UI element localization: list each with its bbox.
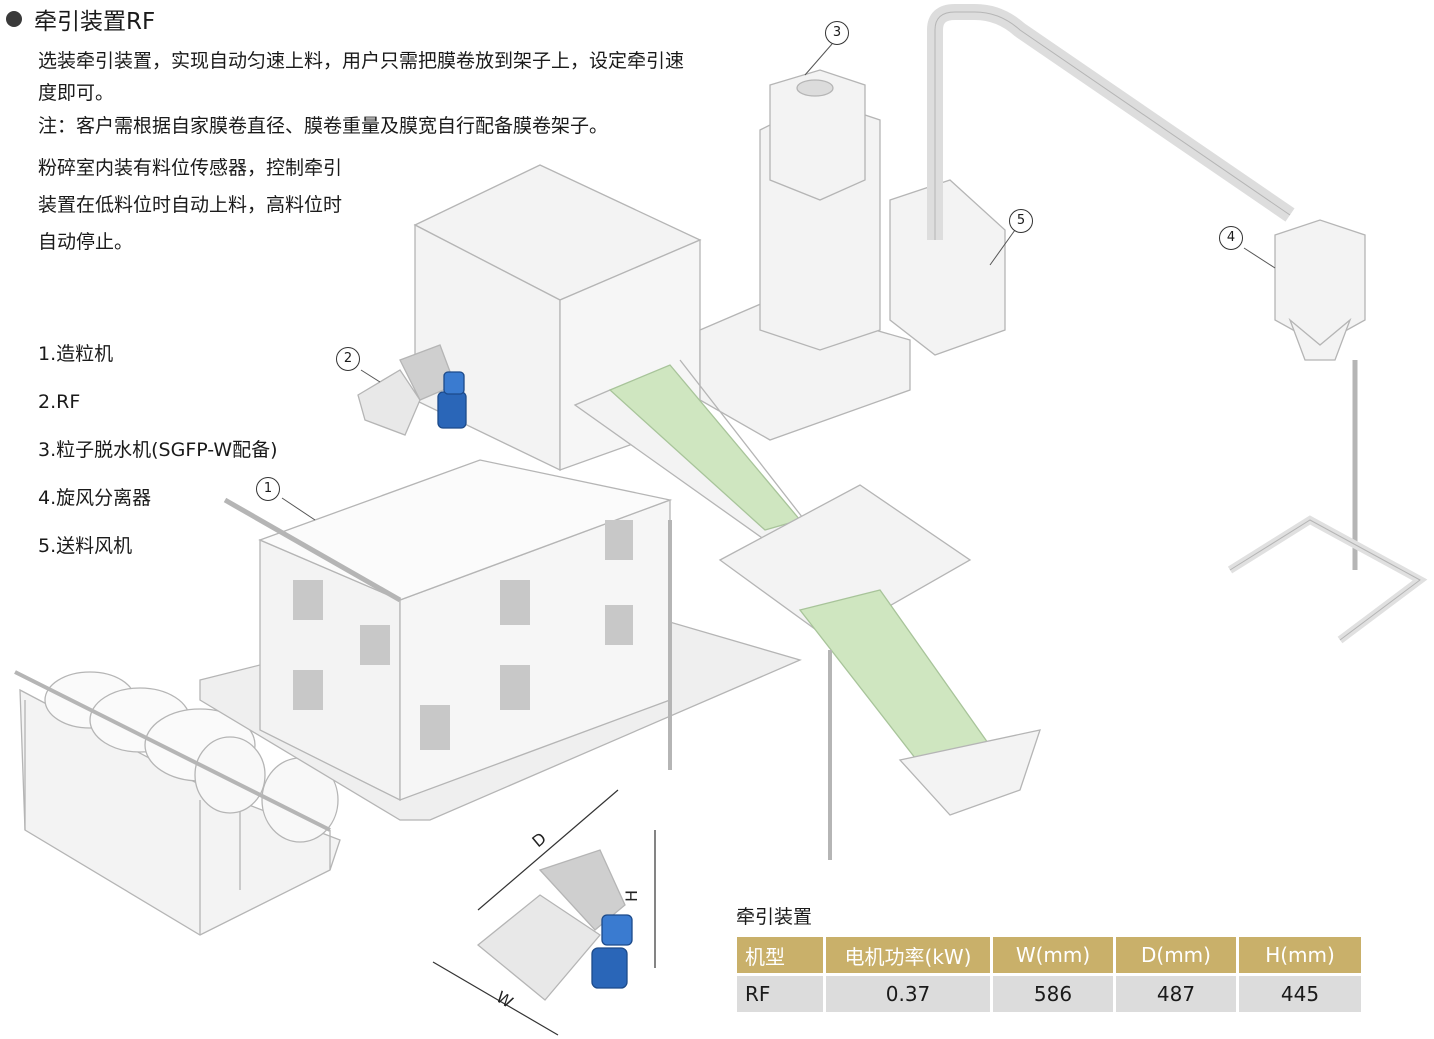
dim-label-h: H — [622, 890, 641, 902]
component-legend: 1.造粒机 2.RF 3.粒子脱水机(SGFP-W配备) 4.旋风分离器 5.送… — [38, 333, 278, 573]
legend-item: 3.粒子脱水机(SGFP-W配备) — [38, 439, 278, 461]
callout-3: 3 — [825, 21, 849, 45]
spec-table: 机型 电机功率(kW) W(mm) D(mm) H(mm) RF 0.37 58… — [734, 937, 1364, 1012]
section-heading: 牵引装置RF — [6, 2, 155, 36]
table-header: 机型 — [737, 937, 823, 973]
callout-1: 1 — [256, 477, 280, 501]
description-paragraph: 选装牵引装置，实现自动匀速上料，用户只需把膜卷放到架子上，设定牵引速度即可。 — [38, 50, 685, 104]
conveyor-belt-upper — [573, 359, 821, 541]
table-cell: 0.37 — [826, 973, 990, 1012]
callout-4: 4 — [1219, 226, 1243, 250]
table-header: H(mm) — [1239, 937, 1361, 973]
table-cell: RF — [737, 973, 823, 1012]
table-header-row: 机型 电机功率(kW) W(mm) D(mm) H(mm) — [737, 937, 1361, 973]
conveyor-belt-lower — [668, 484, 1041, 860]
rf-dimension-drawing — [432, 789, 656, 1036]
legend-item: 4.旋风分离器 — [38, 487, 152, 509]
page-title: 牵引装置RF — [34, 9, 156, 35]
legend-item: 5.送料风机 — [38, 535, 133, 557]
table-header: 电机功率(kW) — [826, 937, 990, 973]
film-roll-rack — [14, 670, 341, 936]
table-row: RF 0.37 586 487 445 — [737, 973, 1361, 1012]
table-cell: 586 — [993, 973, 1113, 1012]
spec-table-title: 牵引装置 — [736, 906, 813, 928]
sensor-paragraph: 粉碎室内装有料位传感器，控制牵引装置在低料位时自动上料，高料位时自动停止。 — [38, 157, 343, 253]
table-header: D(mm) — [1116, 937, 1236, 973]
bullet-icon — [6, 11, 22, 27]
table-cell: 445 — [1239, 973, 1361, 1012]
dim-label-d: D — [528, 829, 550, 851]
callout-2: 2 — [336, 347, 360, 371]
legend-item: 2.RF — [38, 391, 81, 413]
note-paragraph: 注：客户需根据自家膜卷直径、膜卷重量及膜宽自行配备膜卷架子。 — [38, 115, 609, 137]
table-header: W(mm) — [993, 937, 1113, 973]
table-cell: 487 — [1116, 973, 1236, 1012]
callout-5: 5 — [1009, 209, 1033, 233]
cyclone-separator — [1227, 219, 1428, 644]
granulator — [223, 164, 702, 802]
dewatering-machine — [699, 4, 1295, 441]
rf-traction-unit-image — [357, 344, 467, 436]
legend-item: 1.造粒机 — [38, 343, 114, 365]
